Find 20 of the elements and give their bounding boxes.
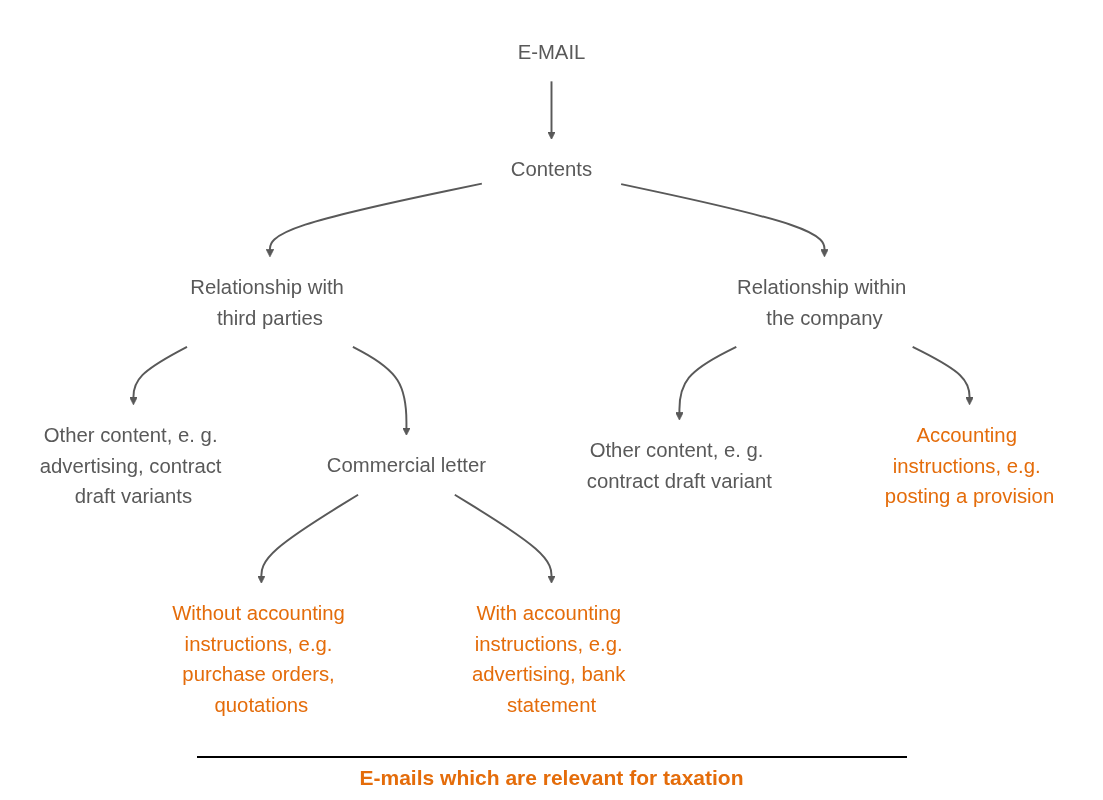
arrow [265, 182, 483, 258]
arrow [675, 345, 738, 421]
caption: E-mails which are relevant for taxation [196, 756, 907, 790]
arrow [351, 345, 411, 436]
node-text: Other content, e. g. contract draft variant [586, 438, 772, 492]
node-text: Relationship with third parties [190, 275, 344, 328]
node-text: With accounting instructions, e.g. advertising, bank statement [471, 601, 626, 716]
arrow [620, 183, 829, 258]
node-text: Without accounting instructions, e.g. purchase orders, quotations [172, 601, 345, 716]
node-text: Relationship within the company [736, 275, 907, 328]
arrow [911, 345, 974, 406]
node-text: E-MAIL [517, 40, 586, 63]
arrow [129, 345, 188, 406]
arrow [453, 493, 556, 584]
node-text: Contents [510, 157, 593, 180]
node-text: Commercial letter [326, 453, 486, 476]
node-text: Accounting instructions, e.g. posting a provision [884, 423, 1055, 507]
arrow [257, 493, 360, 584]
arrow [547, 80, 556, 140]
node-text: Other content, e. g. advertising, contract draft variants [39, 423, 222, 507]
